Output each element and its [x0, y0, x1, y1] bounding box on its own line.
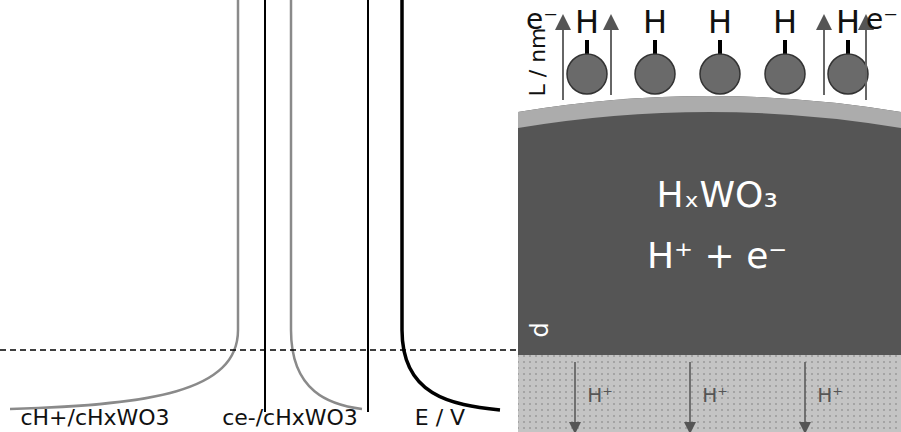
material-label: HₓWO₃ [656, 177, 777, 213]
proton-label: H⁺ [702, 385, 728, 405]
axis-title: L / nm [527, 27, 549, 96]
electron-arrow [823, 22, 825, 95]
adsorbed-hydrogen [567, 40, 868, 94]
proton-arrow [574, 362, 576, 428]
depth-label: d [528, 322, 552, 337]
hydrogen-label: H [575, 6, 599, 38]
hydrogen-label: H [773, 6, 797, 38]
axis-line [367, 0, 369, 412]
electron-profile [291, 0, 362, 409]
electron-arrow [562, 22, 564, 100]
hydrogen-label: H [643, 6, 667, 38]
axis-title: E / V [415, 407, 465, 429]
proton-profile [10, 0, 238, 409]
proton-arrow [804, 362, 806, 428]
substrate-band [518, 355, 901, 432]
hydrogen-label: H [836, 6, 860, 38]
proton-label: H⁺ [587, 385, 613, 405]
proton-label: H⁺ [817, 385, 843, 405]
electron-label: e⁻ [866, 6, 898, 34]
hydrogen-label: H [708, 6, 732, 38]
potential-profile [402, 0, 500, 410]
axis-title: ce-/cHxWO3 [222, 407, 358, 429]
proton-arrow [689, 362, 691, 428]
electron-arrow [610, 22, 612, 95]
species-label: H⁺ + e⁻ [647, 238, 787, 274]
slab-outline [518, 88, 901, 355]
tungsten-oxide-slab: HₓWO₃ H⁺ + e⁻ [518, 88, 901, 355]
axis-title: cH+/cHxWO3 [20, 407, 169, 429]
